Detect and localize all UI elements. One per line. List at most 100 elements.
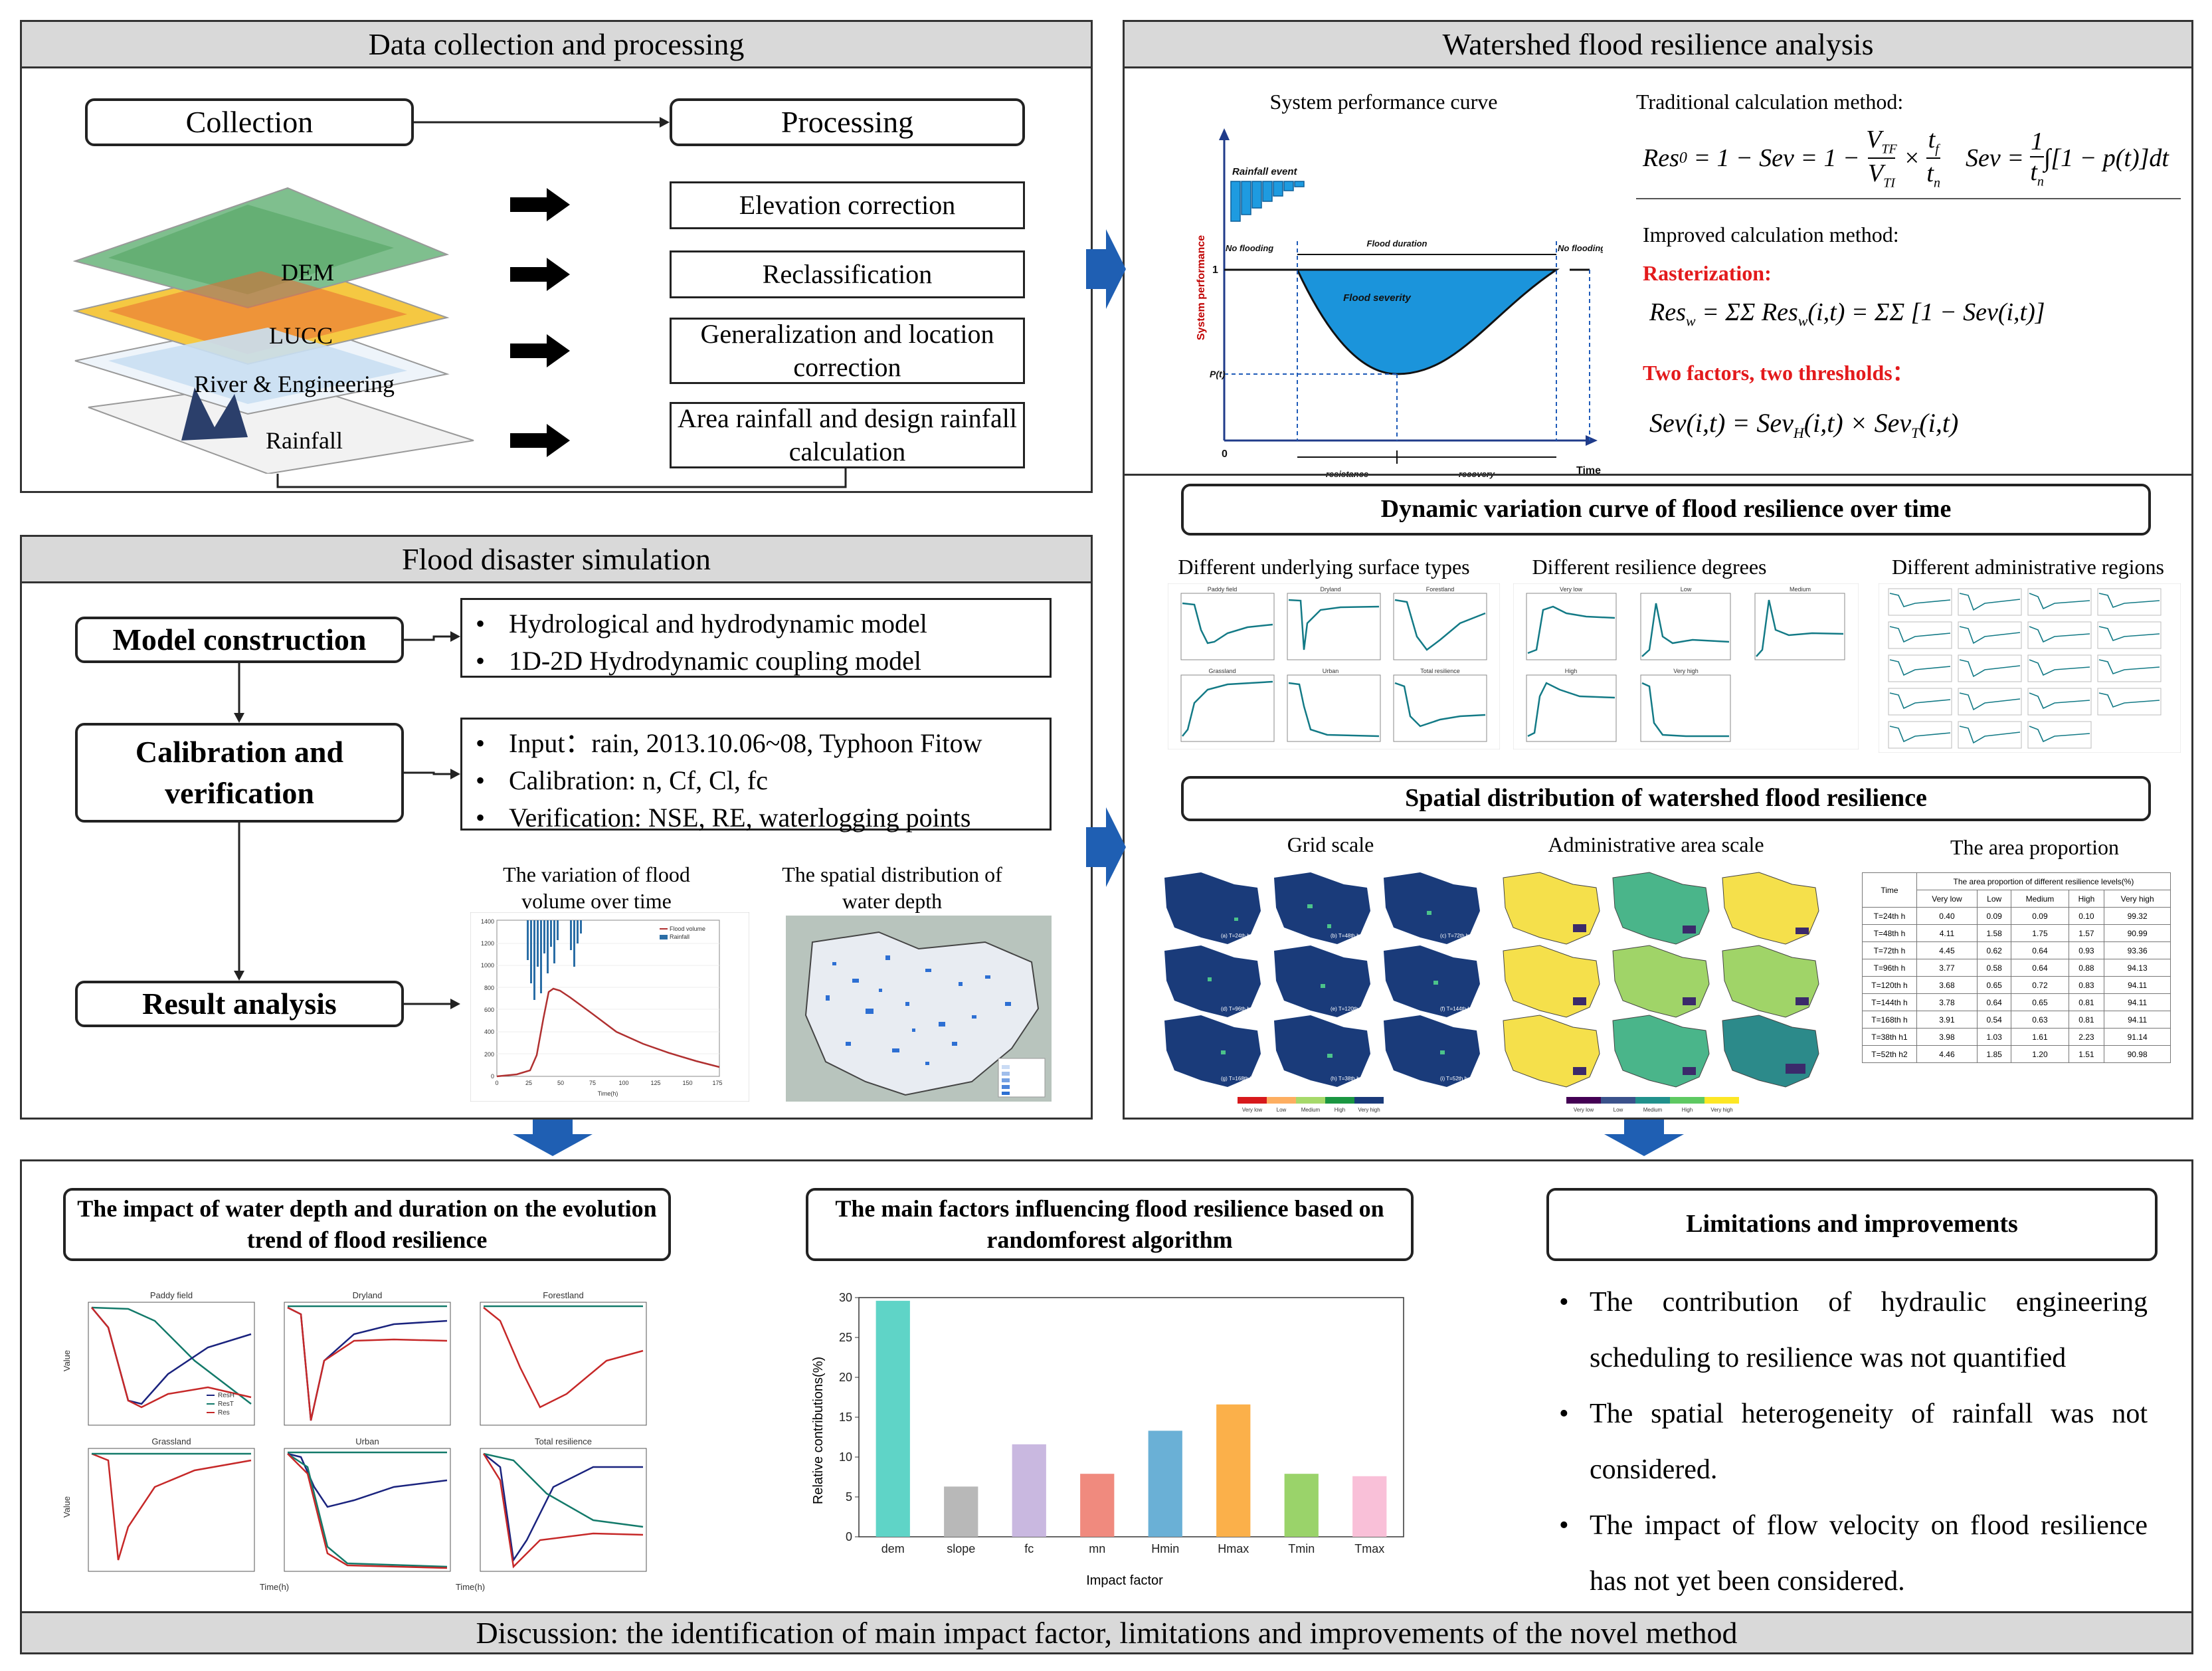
dynamic-sub-degrees: Different resilience degrees (1532, 555, 1767, 579)
model-bullet: 1D-2D Hydrodynamic coupling model (476, 642, 1036, 680)
layer-label-river: River & Engineering (194, 371, 395, 397)
admin-scale-label: Administrative area scale (1548, 833, 1764, 856)
table-cell: T=144th h (1862, 993, 1917, 1011)
impact-y-label: Value (62, 1496, 72, 1518)
table-cell: 0.09 (2011, 907, 2069, 925)
layer-label-rainfall: Rainfall (266, 427, 343, 454)
layer-label-lucc: LUCC (268, 322, 333, 349)
table-cell: 0.63 (2011, 1011, 2069, 1029)
table-cell: 1.03 (1977, 1028, 2012, 1046)
impact-panel-label: Paddy field (150, 1290, 193, 1300)
table-cell: 99.32 (2104, 907, 2171, 925)
table-header: Very high (2104, 890, 2171, 908)
depth-map-title: The spatial distribution of water depth (782, 862, 1002, 913)
formula-divider (1636, 198, 2181, 199)
limitation-item: The spatial heterogeneity of rainfall wa… (1550, 1386, 2148, 1498)
flow-arrow-right-icon (1086, 807, 1126, 887)
flood-simulation-title: Flood disaster simulation (22, 537, 1091, 583)
x-tick-label: Hmin (1151, 1542, 1179, 1555)
limits-title: Limitations and improvements (1546, 1188, 2158, 1261)
x-tick-label: slope (947, 1542, 975, 1555)
table-cell: 0.58 (1977, 959, 2012, 977)
table-cell: 0.72 (2011, 976, 2069, 994)
bar-mn (1080, 1474, 1115, 1537)
arrow-icon (510, 258, 570, 291)
table-cell: 3.91 (1916, 1011, 1978, 1029)
flow-arrow-down-icon (513, 1120, 593, 1156)
table-cell: 1.61 (2011, 1028, 2069, 1046)
surface-panel-label: Urban (1323, 668, 1339, 674)
bar-Tmax (1352, 1476, 1387, 1537)
table-header: Medium (2011, 890, 2069, 908)
flood-volume-chart: 0 200 400 600 800 1000 1200 1400 0 25 50… (470, 912, 749, 1102)
table-cell: 3.98 (1916, 1028, 1978, 1046)
table-header: Low (1977, 890, 2012, 908)
limitations-list: The contribution of hydraulic engineerin… (1550, 1274, 2148, 1609)
flood-severity-label: Flood severity (1343, 292, 1411, 304)
resilience-analysis-title: Watershed flood resilience analysis (1125, 22, 2191, 68)
surface-panel-label: Paddy field (1208, 586, 1238, 593)
table-cell: 1.51 (2068, 1045, 2105, 1063)
table-cell: 90.98 (2104, 1045, 2171, 1063)
degree-panel-label: High (1565, 668, 1578, 674)
table-cell: T=52th h2 (1862, 1045, 1917, 1063)
table-cell: T=24th h (1862, 907, 1917, 925)
legend-label: Very low (1574, 1107, 1594, 1113)
table-header: Time (1862, 872, 1917, 908)
legend-label: High (1335, 1107, 1345, 1113)
no-flooding-right-label: No flooding (1558, 243, 1603, 253)
table-cell: 1.75 (2011, 924, 2069, 942)
water-depth-map (786, 916, 1052, 1102)
table-cell: 0.88 (2068, 959, 2105, 977)
discussion-footer: Discussion: the identification of main i… (22, 1611, 2191, 1652)
bar-x-label: Impact factor (1086, 1573, 1163, 1588)
table-cell: 3.78 (1916, 993, 1978, 1011)
legend-label: Very low (1242, 1107, 1262, 1113)
table-cell: 2.23 (2068, 1028, 2105, 1046)
legend-label: Low (1277, 1107, 1287, 1113)
bar-Hmax (1216, 1404, 1251, 1537)
discussion-panel: The impact of water depth and duration o… (20, 1159, 2193, 1654)
volume-y-tick: 600 (484, 1007, 494, 1013)
surface-panel-label: Dryland (1320, 586, 1340, 593)
volume-x-tick: 50 (557, 1080, 564, 1086)
grid-scale-maps: (a) T=24th h (b) T=48th h (c) T=72th h (… (1164, 872, 1480, 1087)
admin-region-curves (1879, 583, 2181, 753)
arrow-icon (510, 188, 570, 221)
traditional-method-label: Traditional calculation method: (1636, 90, 1904, 114)
impact-panel-label: Total resilience (535, 1436, 592, 1446)
table-cell: 0.40 (1916, 907, 1978, 925)
grid-map-label: (c) T=72th h (1440, 933, 1469, 939)
axis-one-label: 1 (1212, 264, 1218, 276)
volume-legend-rain: Rainfall (670, 934, 690, 940)
surface-panel-label: Total resilience (1420, 668, 1460, 674)
model-bullets: Hydrological and hydrodynamic model 1D-2… (460, 598, 1052, 678)
x-tick-label: Hmax (1218, 1542, 1249, 1555)
table-cell: 94.13 (2104, 959, 2171, 977)
table-cell: 4.11 (1916, 924, 1978, 942)
grid-map-label: (i) T=52th h (1440, 1076, 1467, 1082)
flood-duration-label: Flood duration (1367, 239, 1428, 248)
sim-connectors (234, 631, 460, 1009)
y-tick-label: 10 (839, 1450, 852, 1464)
no-flooding-left-label: No flooding (1226, 243, 1273, 253)
volume-chart-title: The variation of flood volume over time (503, 862, 690, 913)
result-analysis-box: Result analysis (75, 981, 404, 1027)
y-tick-label: 30 (839, 1291, 852, 1304)
arrow-icon (510, 334, 570, 367)
grid-map-label: (f) T=144th h (1440, 1006, 1471, 1012)
bar-Tmin (1284, 1474, 1319, 1537)
data-collection-panel: Data collection and processing Collectio… (20, 20, 1093, 493)
step-elevation-correction: Elevation correction (670, 181, 1025, 229)
table-cell: T=168th h (1862, 1011, 1917, 1029)
impact-title: The impact of water depth and duration o… (63, 1188, 671, 1261)
degree-panel-label: Medium (1790, 586, 1811, 593)
